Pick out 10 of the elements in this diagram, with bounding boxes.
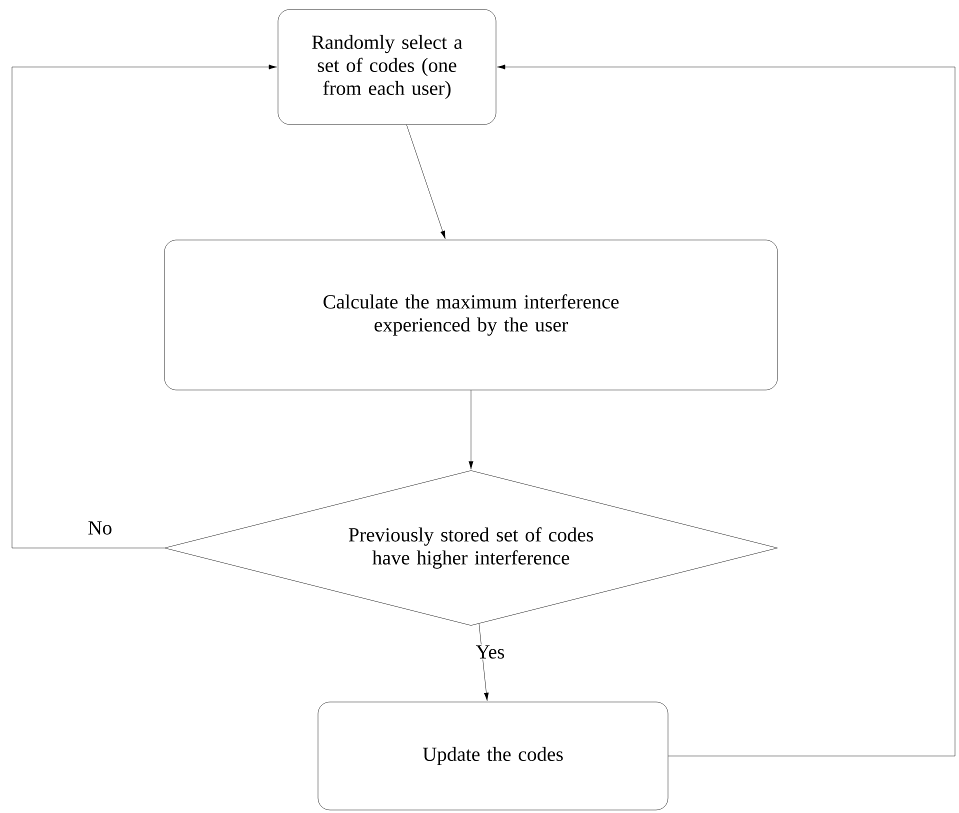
arrow <box>468 390 474 470</box>
edge-label: Yes <box>474 644 506 660</box>
arrow <box>497 64 956 756</box>
arrow <box>478 623 489 701</box>
process-box: Update the codes <box>318 702 668 810</box>
process-box: Randomly select a set of codes (one from each user) <box>278 9 496 125</box>
arrow <box>12 64 277 548</box>
arrow <box>406 124 446 239</box>
process-box: Calculate the maximum interference experienced by the user <box>164 240 778 390</box>
edge-label: No <box>86 520 114 536</box>
